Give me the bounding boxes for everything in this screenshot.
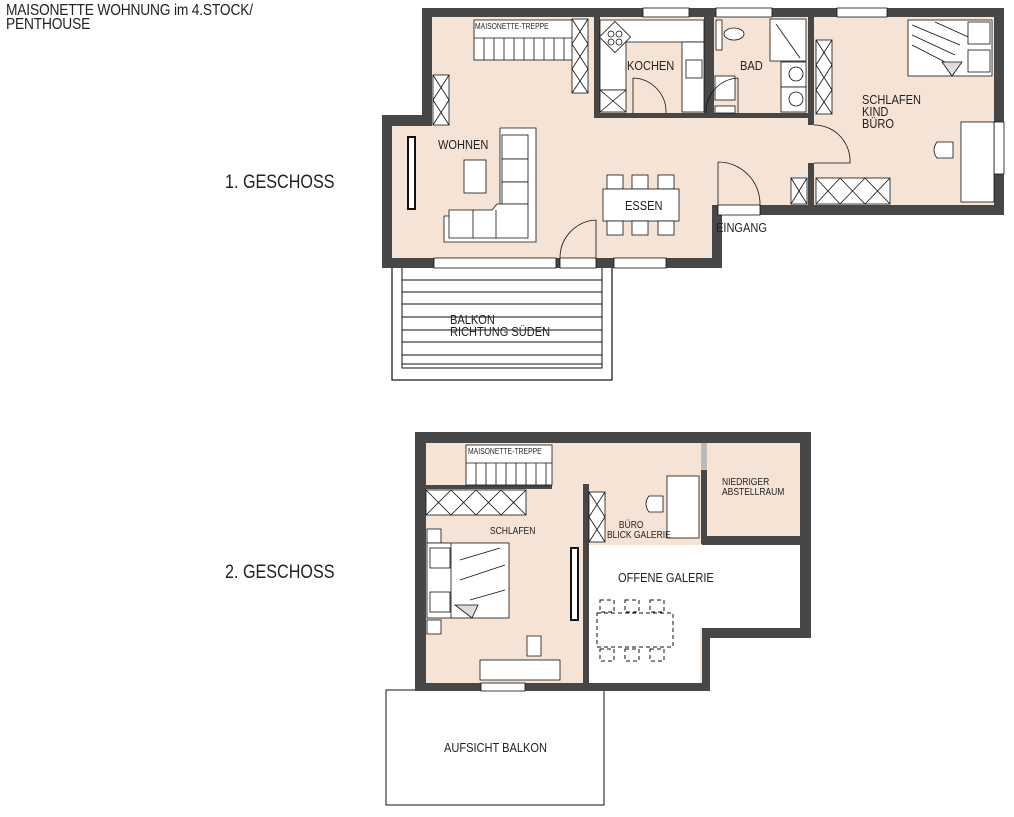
wardrobe-floor2 (425, 475, 700, 543)
balcony-view-floor2 (385, 689, 605, 806)
bed-floor1 (907, 19, 993, 77)
room-label-bath: BAD (740, 58, 763, 73)
room-label-balcony: BALKON RICHTUNG SÜDEN (450, 312, 551, 339)
sofa-floor1 (443, 127, 537, 243)
plan-title: MAISONETTE WOHNUNG im 4.STOCK/ PENTHOUSE (6, 2, 253, 33)
room-label-balcony-view: AUFSICHT BALKON (444, 740, 547, 755)
room-label-living: WOHNEN (438, 137, 489, 152)
plan-title-line1: MAISONETTE WOHNUNG im 4.STOCK/ (6, 2, 253, 19)
dining-table-floor1 (602, 174, 680, 236)
balcony-label-line1: BALKON (450, 312, 495, 327)
room-label-gallery: OFFENE GALERIE (618, 570, 714, 585)
office-label-line2: BLICK GALERIE (607, 530, 671, 541)
storage-label-line2: ABSTELLRAUM (722, 487, 785, 498)
room-label-storage: NIEDRIGER ABSTELLRAUM (722, 478, 784, 498)
bedroom-label-line3: BÜRO (862, 116, 894, 131)
bath-fixtures-floor1 (714, 18, 807, 114)
room-label-dining: ESSEN (625, 198, 663, 213)
bedroom-label-line1: SCHLAFEN (862, 92, 921, 107)
room-label-office: BÜRO BLICK GALERIE (607, 521, 671, 541)
dining-table-outline-floor2 (596, 599, 674, 662)
stairs-floor2 (465, 444, 553, 486)
room-label-bedroom-floor1: SCHLAFEN KIND BÜRO (862, 92, 921, 131)
storage-label-line1: NIEDRIGER (722, 477, 770, 488)
office-label-line1: BÜRO (618, 520, 644, 531)
cabinets-floor1 (432, 18, 891, 205)
room-label-kitchen: KOCHEN (627, 58, 675, 73)
balcony-floor1 (391, 261, 613, 381)
doors-floor1 (559, 77, 851, 259)
plan-title-line2: PENTHOUSE (6, 16, 91, 33)
floor2-label: 2. GESCHOSS (225, 562, 335, 583)
room-label-entrance: EINGANG (716, 220, 767, 235)
stairs-label-floor1: MAISONETTE-TREPPE (475, 22, 549, 31)
stairs-floor1 (473, 19, 575, 61)
bed-floor2 (426, 528, 510, 635)
stairs-label-floor2: MAISONETTE-TREPPE (468, 447, 542, 456)
bedroom-label-line2: KIND (862, 104, 889, 119)
balcony-label-line2: RICHTUNG SÜDEN (450, 324, 551, 339)
room-label-bedroom-floor2: SCHLAFEN (490, 526, 536, 537)
floor1-label: 1. GESCHOSS (225, 172, 335, 193)
